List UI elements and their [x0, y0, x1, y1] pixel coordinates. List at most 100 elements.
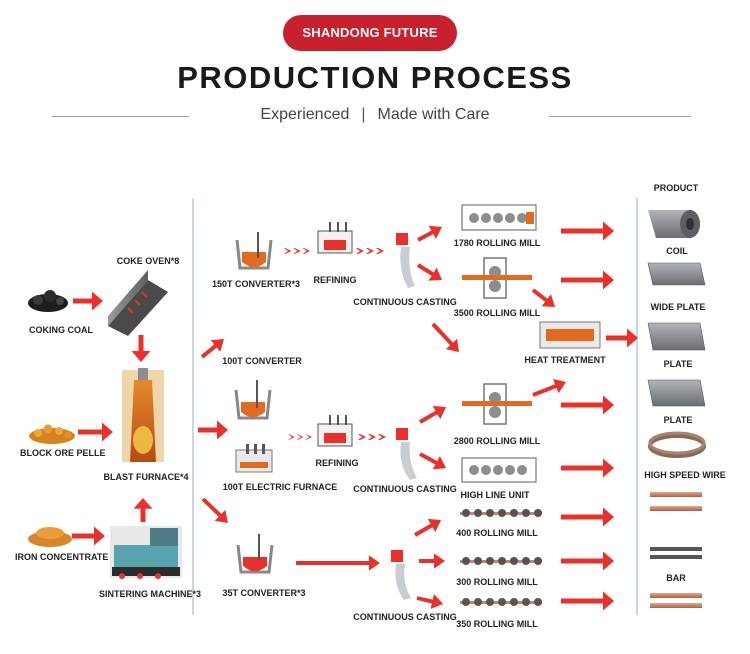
coil-label: COIL — [666, 246, 688, 256]
plate-product-icon-1 — [647, 322, 706, 351]
refining-1-icon — [317, 222, 353, 254]
arrow-heat-to-plate — [606, 328, 638, 348]
arrow-cc3-to-350 — [416, 594, 443, 609]
arrow-2800-to-plate — [532, 379, 566, 397]
coke-oven-label: COKE OVEN*8 — [116, 256, 180, 266]
plate-label-1: PLATE — [663, 359, 693, 369]
coke-oven-icon — [108, 270, 168, 336]
arrow-3500-to-wideplate — [561, 270, 614, 290]
blast-furnace-label: BLAST FURNACE*4 — [103, 472, 189, 482]
rolling-mill-1780-icon — [461, 204, 537, 231]
rolling-mill-400-label: 400 ROLLING MILL — [456, 528, 538, 538]
rolling-mill-2800-label: 2800 ROLLING MILL — [453, 436, 541, 446]
tagline-separator: | — [361, 106, 366, 123]
wide-plate-product-icon — [647, 262, 706, 286]
arrow-furnace-to-100t — [200, 339, 224, 359]
converter-100t-label: 100T CONVERTER — [222, 356, 302, 366]
arrow-cc2-to-highline — [419, 452, 446, 470]
arrow-coal-to-oven — [73, 291, 103, 311]
electric-furnace-icon — [235, 444, 273, 473]
coking-coal-icon — [28, 290, 68, 312]
electric-furnace-label: 100T ELECTRIC FURNACE — [222, 482, 338, 492]
rolling-mill-300-label: 300 ROLLING MILL — [456, 577, 538, 587]
arrow-highline-to-wire — [561, 458, 614, 478]
arrow-cc1-to-heat — [431, 322, 459, 352]
rolling-mill-300-icon — [460, 557, 542, 565]
bar-product-icon — [650, 547, 702, 608]
block-ore-label: BLOCK ORE PELLE — [20, 448, 106, 458]
arrow-150t-to-refining — [284, 248, 310, 254]
arrow-oven-to-furnace — [131, 335, 151, 362]
continuous-casting-3-label: CONTINUOUS CASTING — [353, 612, 457, 622]
page-tagline: Experienced | Made with Care — [0, 106, 750, 124]
product-header: PRODUCT — [653, 183, 699, 193]
high-line-unit-label: HIGH LINE UNIT — [460, 490, 530, 500]
coil-product-icon — [648, 210, 700, 238]
continuous-casting-1-label: CONTINUOUS CASTING — [353, 297, 457, 307]
sintering-machine-label: SINTERING MACHINE*3 — [98, 589, 202, 599]
high-speed-wire-product-icon — [648, 431, 706, 458]
arrow-cc1-to-3500 — [416, 263, 442, 281]
arrow-furnace-to-ef — [198, 420, 228, 440]
flow-arrows — [72, 221, 638, 611]
high-line-unit-icon — [461, 457, 537, 483]
converter-100t-icon — [234, 380, 272, 420]
heat-treatment-icon — [539, 321, 601, 349]
rolling-mill-1780-label: 1780 ROLLING MILL — [453, 238, 541, 248]
heat-treatment-label: HEAT TREATMENT — [524, 355, 606, 365]
converter-35t-label: 35T CONVERTER*3 — [222, 588, 306, 598]
rolling-mill-400-icon — [460, 509, 542, 517]
arrow-cc2-to-2800 — [419, 405, 446, 424]
arrow-400-to-section — [561, 507, 614, 527]
bar-label: BAR — [666, 573, 686, 583]
arrow-refining-to-cc1 — [356, 248, 384, 254]
refining-1-label: REFINING — [313, 275, 357, 285]
rolling-mill-350-label: 350 ROLLING MILL — [456, 619, 538, 629]
tagline-left: Experienced — [260, 106, 350, 123]
arrow-2800-to-plate-row — [561, 395, 614, 415]
continuous-casting-2-icon — [396, 428, 417, 480]
converter-150t-icon — [235, 232, 273, 270]
arrow-concentrate-to-sinter — [72, 526, 105, 546]
continuous-casting-2-label: CONTINUOUS CASTING — [353, 484, 457, 494]
refining-2-icon — [317, 415, 353, 447]
rolling-mill-3500-icon — [462, 257, 532, 299]
high-speed-wire-label: HIGH SPEED WIRE — [644, 470, 726, 480]
brand-badge: SHANDONG FUTURE METAL — [283, 15, 457, 76]
arrow-cc1-to-1780 — [417, 225, 442, 242]
page-title: PRODUCTION PROCESS — [177, 60, 573, 95]
rolling-mill-350-icon — [460, 598, 542, 606]
tagline-right: Made with Care — [377, 106, 490, 123]
sintering-machine-icon — [110, 526, 182, 579]
wide-plate-label: WIDE PLATE — [650, 302, 706, 312]
plate-label-2: PLATE — [663, 415, 693, 425]
arrow-300-to-bar — [561, 551, 614, 571]
arrow-refining2-to-cc2 — [358, 434, 386, 440]
rolling-mill-3500-label: 3500 ROLLING MILL — [453, 308, 541, 318]
refining-2-label: REFINING — [315, 458, 359, 468]
arrow-cc3-to-300 — [419, 553, 445, 569]
header-rule-left — [52, 116, 189, 117]
converter-150t-label: 150T CONVERTER*3 — [211, 279, 301, 289]
arrow-3500-to-heat — [531, 288, 555, 307]
arrow-1780-to-coil — [561, 221, 614, 241]
arrow-sinter-to-furnace — [133, 498, 153, 522]
coking-coal-label: COKING COAL — [29, 325, 93, 335]
continuous-casting-1-icon — [396, 233, 415, 288]
arrow-furnace-to-35t — [201, 497, 228, 523]
continuous-casting-3-icon — [391, 550, 411, 600]
arrow-350-to-bar — [561, 591, 614, 611]
arrow-ore-to-furnace — [78, 422, 113, 442]
blast-furnace-icon — [122, 368, 164, 462]
header-rule-right — [549, 116, 691, 117]
section-product-icon — [650, 492, 702, 511]
arrow-cc3-to-400 — [414, 518, 441, 537]
converter-35t-icon — [236, 534, 274, 574]
plate-product-icon-2 — [647, 379, 706, 407]
arrow-35t-to-cc3 — [296, 555, 380, 571]
iron-concentrate-icon — [28, 527, 72, 547]
arrow-ef-to-refining — [288, 434, 312, 440]
rolling-mill-2800-icon — [462, 383, 532, 425]
iron-concentrate-label: IRON CONCENTRATE — [15, 552, 109, 562]
